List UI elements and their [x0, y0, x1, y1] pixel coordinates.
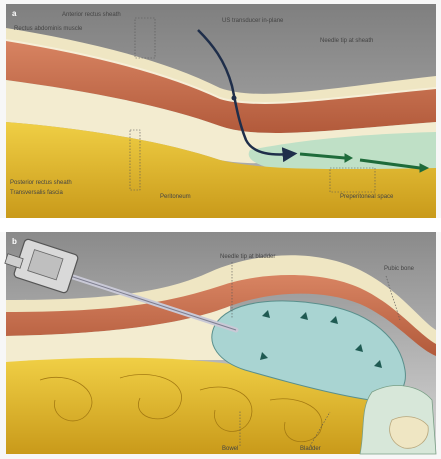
needle-entry-dot [232, 96, 237, 101]
label-needle-to-bladder: Needle tip at bladder [220, 254, 275, 260]
label-peritoneum: Peritoneum [160, 194, 191, 200]
label-preperitoneal-space: Preperitoneal space [340, 194, 394, 200]
label-needle-insertion: US transducer in-plane [222, 18, 284, 24]
panel-separator [0, 218, 441, 232]
label-transversalis-fascia: Transversalis fascia [10, 190, 63, 196]
panel-a-letter: a [12, 9, 17, 18]
label-bowel: Bowel [222, 446, 238, 452]
panel-b-letter: b [12, 237, 17, 246]
label-pubic-bone: Pubic bone [384, 266, 415, 272]
panel-b: b Needle tip at bladder Pubic bone Bowel… [5, 232, 436, 454]
panel-a: a Anterior rectus sheath Rectus abdomini… [6, 4, 436, 218]
label-posterior-rectus-sheath: Posterior rectus sheath [10, 180, 72, 186]
label-needle-at-sheath: Needle tip at sheath [320, 38, 373, 44]
label-bladder: Bladder [300, 446, 321, 452]
label-anterior-rectus-sheath: Anterior rectus sheath [62, 12, 121, 18]
label-rectus-abdominis: Rectus abdominis muscle [14, 26, 83, 32]
